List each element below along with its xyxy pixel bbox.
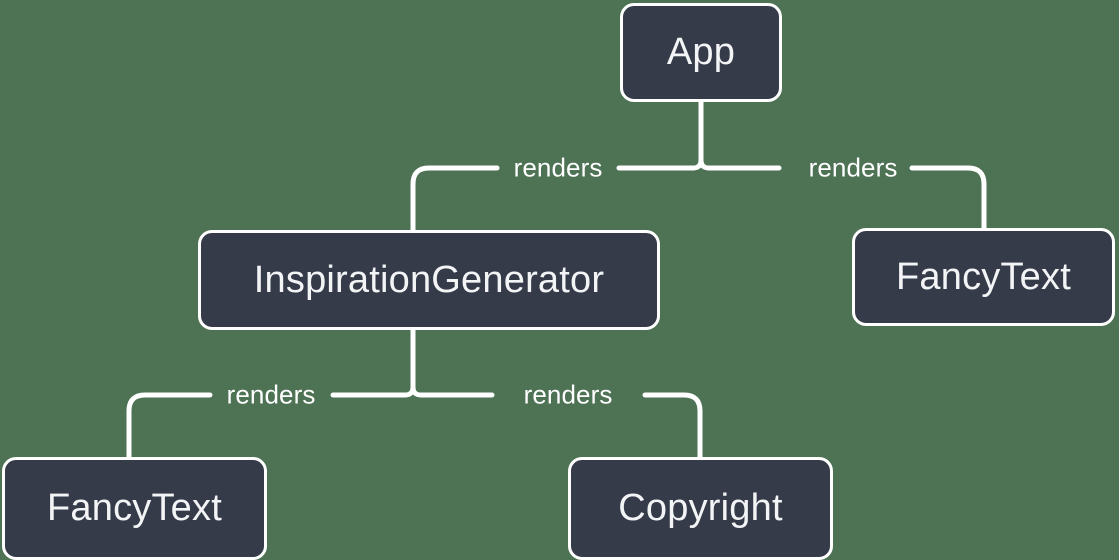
edge-inspiration-to-fancytext-left-seg: [126, 392, 213, 460]
node-inspiration-generator-label: InspirationGenerator: [253, 258, 605, 301]
edge-label-inspiration-copyright: renders: [523, 379, 613, 410]
node-copyright-label: Copyright: [618, 487, 783, 529]
edge-inspiration-to-copyright-right-seg: [642, 392, 703, 460]
edge-label-app-fancytext: renders: [808, 152, 898, 183]
node-fancytext-bottom-label: FancyText: [47, 487, 222, 529]
node-fancytext-bottom[interactable]: FancyText: [2, 457, 267, 560]
node-app[interactable]: App: [620, 3, 782, 102]
node-fancytext-right-label: FancyText: [896, 255, 1071, 298]
edge-label-app-inspiration: renders: [513, 152, 603, 183]
edge-label-inspiration-fancytext: renders: [226, 379, 316, 410]
edge-app-to-fancytext-right-seg: [909, 165, 987, 231]
edge-app-to-inspiration-left-seg: [410, 165, 500, 233]
node-inspiration-generator[interactable]: InspirationGenerator: [198, 230, 660, 330]
node-copyright[interactable]: Copyright: [568, 457, 833, 560]
node-fancytext-right[interactable]: FancyText: [852, 228, 1115, 326]
node-app-label: App: [666, 31, 736, 73]
